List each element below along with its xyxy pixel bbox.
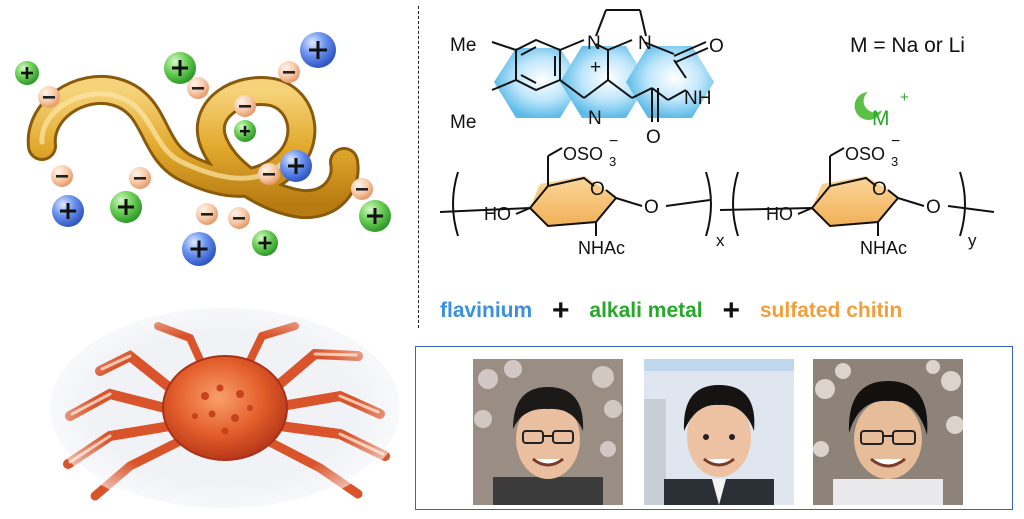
subscript-x: x (716, 231, 725, 250)
anion-marker (278, 61, 300, 83)
anion-marker (196, 203, 218, 225)
metal-ion: M + (854, 89, 909, 130)
polymer-illustration (15, 32, 391, 266)
sulfate-subscript: 3 (891, 154, 898, 169)
cation-marker (110, 191, 142, 223)
flavinium-core: Me Me N N N NH O O + (450, 9, 724, 148)
carbonyl-o-label: O (709, 36, 724, 57)
methyl-label: Me (450, 112, 476, 133)
anion-marker (129, 167, 151, 189)
cation-marker (164, 52, 196, 84)
ring-o-label: O (590, 179, 605, 200)
sulfate-charge: − (891, 133, 900, 150)
legend-plus: + (722, 294, 741, 327)
sulfate-subscript: 3 (609, 154, 616, 169)
n-label: N (587, 33, 601, 54)
carbonyl-o-label: O (646, 127, 661, 148)
anion-marker (38, 86, 60, 108)
researcher-photo (813, 359, 963, 505)
legend-plus: + (552, 294, 570, 327)
charge-markers (15, 32, 391, 266)
sulfate-label: OSO (563, 144, 603, 164)
cation-marker (252, 230, 278, 256)
n-label: N (638, 33, 652, 54)
sulfate-label: OSO (845, 144, 885, 164)
legend-alkali-metal: alkali metal (589, 299, 703, 322)
legend-flavinium: flavinium (440, 299, 533, 322)
chemical-structure: Me Me N N N NH O O + M = Na or Li M + (439, 9, 995, 258)
anion-marker (258, 163, 280, 185)
cation-marker (15, 61, 39, 85)
nhac-label: NHAc (578, 238, 625, 258)
sulfated-chitin: OSO 3 − O O HO NHAc x OSO (439, 133, 995, 258)
ho-label: HO (484, 204, 511, 224)
anion-marker (234, 95, 256, 117)
cation-marker (280, 150, 312, 182)
cation-marker (300, 32, 336, 68)
metal-note: M = Na or Li (850, 34, 965, 57)
n-label: N (588, 108, 602, 129)
ring-o-label: O (872, 179, 887, 200)
anion-marker (351, 178, 373, 200)
anion-marker (228, 207, 250, 229)
sulfate-charge: − (609, 133, 618, 150)
methyl-label: Me (450, 35, 476, 56)
link-o-label: O (926, 197, 941, 218)
ho-label: HO (766, 204, 793, 224)
link-o-label: O (644, 197, 659, 218)
legend-sulfated-chitin: sulfated chitin (759, 299, 903, 322)
nh-label: NH (684, 88, 711, 109)
nhac-label: NHAc (860, 238, 907, 258)
anion-marker (187, 77, 209, 99)
researcher-photo (473, 359, 623, 505)
subscript-y: y (968, 231, 977, 250)
researcher-photo (644, 359, 794, 505)
metal-symbol: M (872, 107, 890, 130)
cation-marker (182, 232, 216, 266)
cation-marker (234, 120, 256, 142)
metal-charge: + (900, 89, 909, 106)
crab-photo (45, 302, 405, 514)
cation-marker (52, 195, 84, 227)
anion-marker (51, 165, 73, 187)
researcher-photos-frame (415, 346, 1013, 510)
component-legend: flavinium + alkali metal + sulfated chit… (440, 296, 1020, 330)
cation-marker (359, 200, 391, 232)
panel-divider (418, 6, 419, 328)
cation-plus-label: + (590, 57, 601, 78)
